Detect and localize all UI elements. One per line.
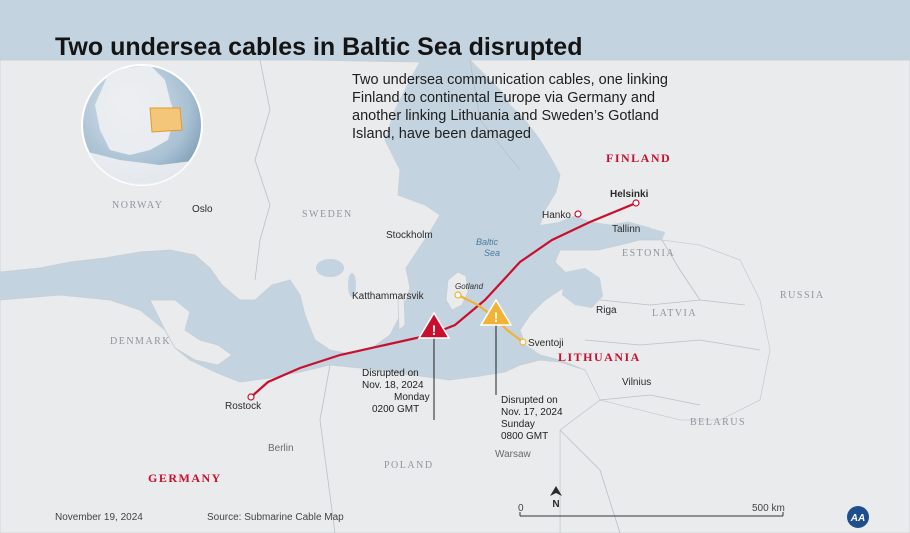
svg-text:!: ! [432,322,437,338]
country-label-estonia: ESTONIA [622,248,675,259]
footer-date: November 19, 2024 [55,512,143,523]
svg-text:Nov. 18, 2024: Nov. 18, 2024 [362,380,424,391]
footer-source: Source: Submarine Cable Map [207,512,344,523]
city-label-rostock: Rostock [225,401,262,412]
city-markers [247,199,640,401]
incident-note-yellow: Disrupted on Nov. 17, 2024 Sunday 0800 G… [501,395,563,442]
svg-text:Disrupted on: Disrupted on [362,368,419,379]
lake-vattern [348,273,356,297]
city-label-stockholm: Stockholm [386,230,433,241]
svg-text:Island, have been damaged: Island, have been damaged [352,126,531,142]
country-label-russia: RUSSIA [780,290,825,301]
city-label-oslo: Oslo [192,204,213,215]
water-label-sea: Sea [484,248,500,258]
svg-text:Nov. 17, 2024: Nov. 17, 2024 [501,407,563,418]
svg-text:Monday: Monday [394,392,430,403]
svg-text:Sunday: Sunday [501,419,535,430]
country-label-belarus: BELARUS [690,417,746,428]
city-label-berlin: Berlin [268,443,294,454]
country-label-poland: POLAND [384,460,434,471]
gulf-of-riga [562,268,603,308]
svg-text:0800 GMT: 0800 GMT [501,431,548,442]
city-label-riga: Riga [596,305,617,316]
city-label-vilnius: Vilnius [622,377,651,388]
city-label-helsinki: Helsinki [610,189,649,200]
lake-vanern [316,259,344,277]
page-title: Two undersea cables in Baltic Sea disrup… [55,33,582,61]
svg-text:AA: AA [850,513,865,524]
svg-text:500 km: 500 km [752,503,785,514]
city-label-hanko: Hanko [542,210,571,221]
water-label-baltic: Baltic [476,237,499,247]
city-markers-yellow [454,291,527,346]
svg-text:N: N [552,499,559,510]
alert-icon: ! [479,298,513,326]
north-arrow-icon: N [550,486,562,510]
oland-island [397,295,406,331]
country-label-germany: GERMANY [148,471,222,485]
subtitle: Two undersea communication cables, one l… [352,72,668,142]
country-label-denmark: DENMARK [110,336,171,347]
svg-text:Finland to continental Europe: Finland to continental Europe via German… [352,90,655,106]
island-label-gotland: Gotland [455,282,484,291]
svg-text:0200 GMT: 0200 GMT [372,404,419,415]
incident-note-red: Disrupted on Nov. 18, 2024 Monday 0200 G… [362,368,430,415]
svg-text:!: ! [494,309,499,325]
scale-bar: 0 500 km [518,503,785,517]
country-label-finland: FINLAND [606,151,671,165]
country-label-norway: NORWAY [112,200,163,211]
city-label-warsaw: Warsaw [495,449,532,460]
aa-logo-icon: AA [847,506,869,528]
svg-text:0: 0 [518,503,524,514]
country-label-sweden: SWEDEN [302,209,353,220]
city-label-tallinn: Tallinn [612,224,640,235]
svg-text:another linking Lithuania and: another linking Lithuania and Sweden’s G… [352,108,659,124]
gulf-of-bothnia [385,60,560,230]
city-label-sventoji: Sventoji [528,338,564,349]
gulf-of-finland [540,216,665,252]
city-label-katthammarsvik: Katthammarsvik [352,291,425,302]
country-borders [254,59,761,533]
svg-text:Two undersea communication cab: Two undersea communication cables, one l… [352,72,668,88]
land-denmark [149,299,233,366]
country-label-lithuania: LITHUANIA [558,350,641,364]
country-label-latvia: LATVIA [652,308,697,319]
alert-icon: ! [417,311,451,339]
svg-text:Disrupted on: Disrupted on [501,395,558,406]
